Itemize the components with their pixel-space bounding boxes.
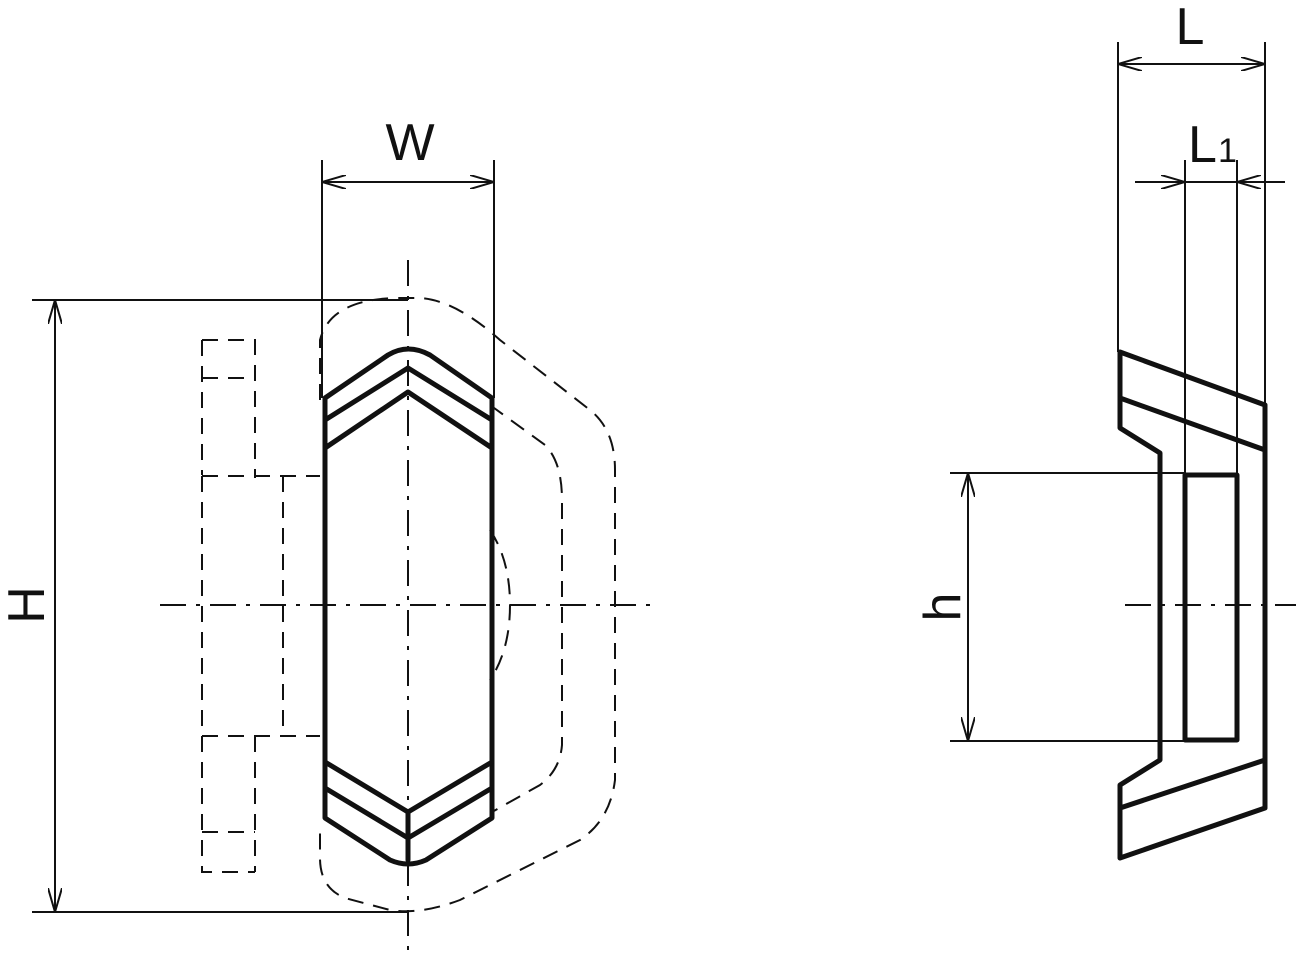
side-profile [1117, 349, 1268, 861]
height-label: H [0, 586, 56, 624]
front-view: W H [0, 114, 660, 952]
inner-height-label: h [914, 593, 972, 622]
inner-dashed-outline [489, 404, 563, 813]
height-dimension: H [0, 299, 408, 913]
length1-subscript: 1 [1218, 132, 1237, 170]
length1-label: L [1188, 116, 1217, 174]
outer-dashed-outline [319, 297, 616, 913]
side-view: L L 1 h [914, 0, 1296, 861]
side-slot [1182, 472, 1240, 743]
top-chevron-inner [322, 389, 495, 451]
width-dimension: W [321, 114, 495, 398]
hexagon-body [322, 346, 495, 867]
inner-height-dimension: h [914, 472, 1185, 742]
length-label: L [1176, 0, 1205, 56]
length-dimension: L [1117, 0, 1266, 405]
strap-dashed-profile [201, 339, 320, 873]
length1-dimension: L 1 [1135, 116, 1285, 182]
width-label: W [385, 114, 434, 172]
